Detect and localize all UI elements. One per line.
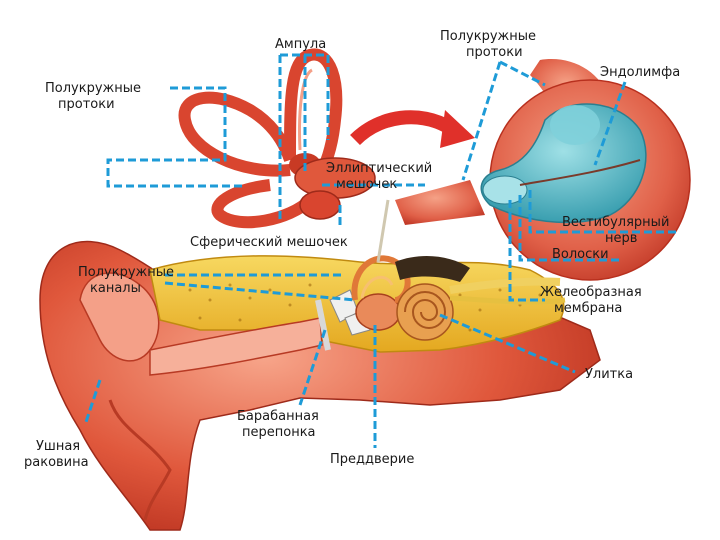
leader-cochlea xyxy=(439,313,576,374)
label-semicircular-ducts-left-line2: протоки xyxy=(58,97,115,112)
magnify-arrow xyxy=(350,110,454,146)
label-endolymph: Эндолимфа xyxy=(600,65,680,80)
leader-semicircular-top xyxy=(461,60,546,181)
ampulla-magnified xyxy=(395,59,691,281)
auricle-fold xyxy=(79,272,160,362)
label-gel-membrane-line2: мембрана xyxy=(554,301,622,316)
labels: Полукружные протоки Ампула Полукружные п… xyxy=(24,29,680,470)
magnify-arrow-head xyxy=(440,110,475,148)
label-vestibular-nerve-line2: нерв xyxy=(605,231,637,246)
label-ampula: Ампула xyxy=(275,37,326,52)
leader-ampula xyxy=(278,53,330,220)
label-eardrum-line2: перепонка xyxy=(242,425,316,440)
label-cochlea: Улитка xyxy=(585,367,633,382)
leader-gel-membrane xyxy=(508,200,545,302)
leader-endolymph xyxy=(593,81,627,166)
label-gel-membrane-line1: Желеобразная xyxy=(540,285,642,300)
leader-lines xyxy=(83,53,680,448)
label-vestibular-nerve-line1: Вестибулярный xyxy=(562,215,669,230)
nerve-fiber xyxy=(519,159,641,186)
saccule xyxy=(299,190,341,220)
semicircular-canals-inner xyxy=(360,275,394,299)
label-semicircular-ducts-top-line1: Полукружные xyxy=(440,29,536,44)
cochlea xyxy=(396,283,454,341)
bone-texture xyxy=(188,283,542,332)
middle-ear-cavity xyxy=(395,256,470,282)
leader-semicircular-left xyxy=(106,86,245,188)
duct-tube-left xyxy=(395,180,485,225)
leader-canals xyxy=(164,273,356,302)
leader-vestibular-nerve xyxy=(528,190,680,234)
ear-canal xyxy=(149,317,323,376)
leader-eardrum xyxy=(298,329,327,406)
label-vestibule: Преддверие xyxy=(330,452,414,467)
label-semicircular-canals-line1: Полукружные xyxy=(78,265,174,280)
canal-highlight xyxy=(298,68,313,151)
ear-cross-section xyxy=(39,199,601,531)
eardrum xyxy=(315,299,331,351)
leader-auricle xyxy=(83,379,102,426)
vestibule xyxy=(355,293,401,331)
label-auricle-line1: Ушная xyxy=(36,439,80,454)
label-semicircular-ducts-top-line2: протоки xyxy=(466,45,523,60)
canal-loop-lateral xyxy=(211,179,315,229)
label-eardrum-line1: Барабанная xyxy=(237,409,319,424)
leader-hairs xyxy=(518,195,620,262)
label-semicircular-canals-line2: каналы xyxy=(90,281,141,296)
crista xyxy=(482,175,528,205)
canal-loop-posterior xyxy=(178,91,296,177)
label-utricle-line2: мешочек xyxy=(336,177,397,192)
label-saccule: Сферический мешочек xyxy=(190,235,348,250)
label-semicircular-ducts-left-line1: Полукружные xyxy=(45,81,141,96)
label-hairs: Волоски xyxy=(552,247,609,262)
auditory-nerve xyxy=(449,277,561,294)
label-utricle-line1: Эллиптический xyxy=(326,161,432,176)
label-auricle-line2: раковина xyxy=(24,455,89,470)
auricle-lobe xyxy=(108,399,172,521)
auditory-nerve-branch xyxy=(449,295,566,305)
cupula xyxy=(550,105,600,145)
magnify-pointer xyxy=(376,199,390,263)
